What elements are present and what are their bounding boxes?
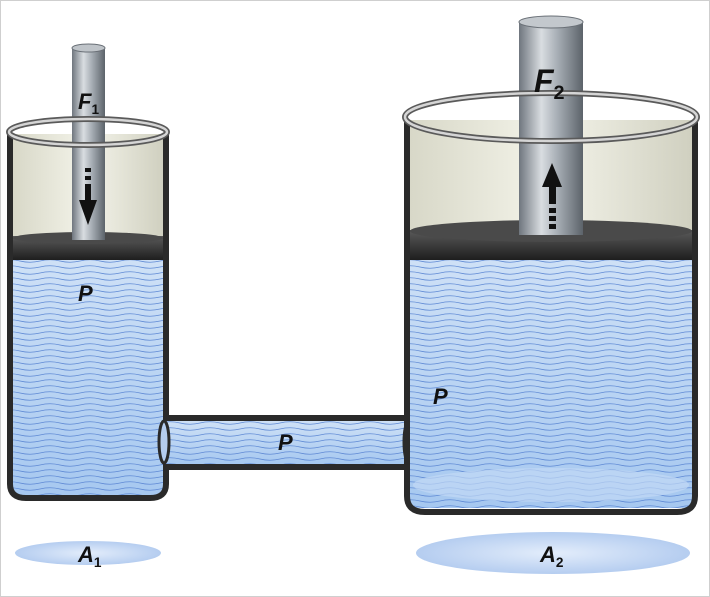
small-cylinder-fluid-waves	[13, 258, 163, 496]
area-large-ellipse	[416, 532, 690, 574]
pressure-right-label: P	[433, 384, 448, 409]
large-cylinder-fluid-waves	[410, 255, 692, 508]
connecting-pipe	[157, 415, 416, 470]
large-force-arrow-up	[542, 163, 562, 229]
small-cylinder	[6, 43, 170, 501]
large-cylinder	[402, 15, 700, 515]
area-small-ellipse	[15, 541, 161, 565]
large-rod-cap	[518, 15, 584, 29]
small-cylinder-wall	[7, 134, 169, 501]
large-cylinder-wall	[404, 122, 698, 515]
pressure-pipe-label: P	[278, 430, 293, 455]
large-cylinder-floor	[413, 468, 689, 502]
force-small-label: F1	[78, 89, 99, 117]
small-force-arrow-down	[79, 168, 97, 225]
small-cylinder-rim-highlight	[7, 117, 169, 147]
large-cylinder-rim-highlight	[403, 91, 699, 143]
small-rod-cap	[71, 43, 106, 53]
area-large-label: A2	[539, 542, 564, 570]
pressure-left-label: P	[78, 281, 93, 306]
force-large-label: F2	[534, 63, 565, 104]
area-small-label: A1	[77, 542, 102, 570]
